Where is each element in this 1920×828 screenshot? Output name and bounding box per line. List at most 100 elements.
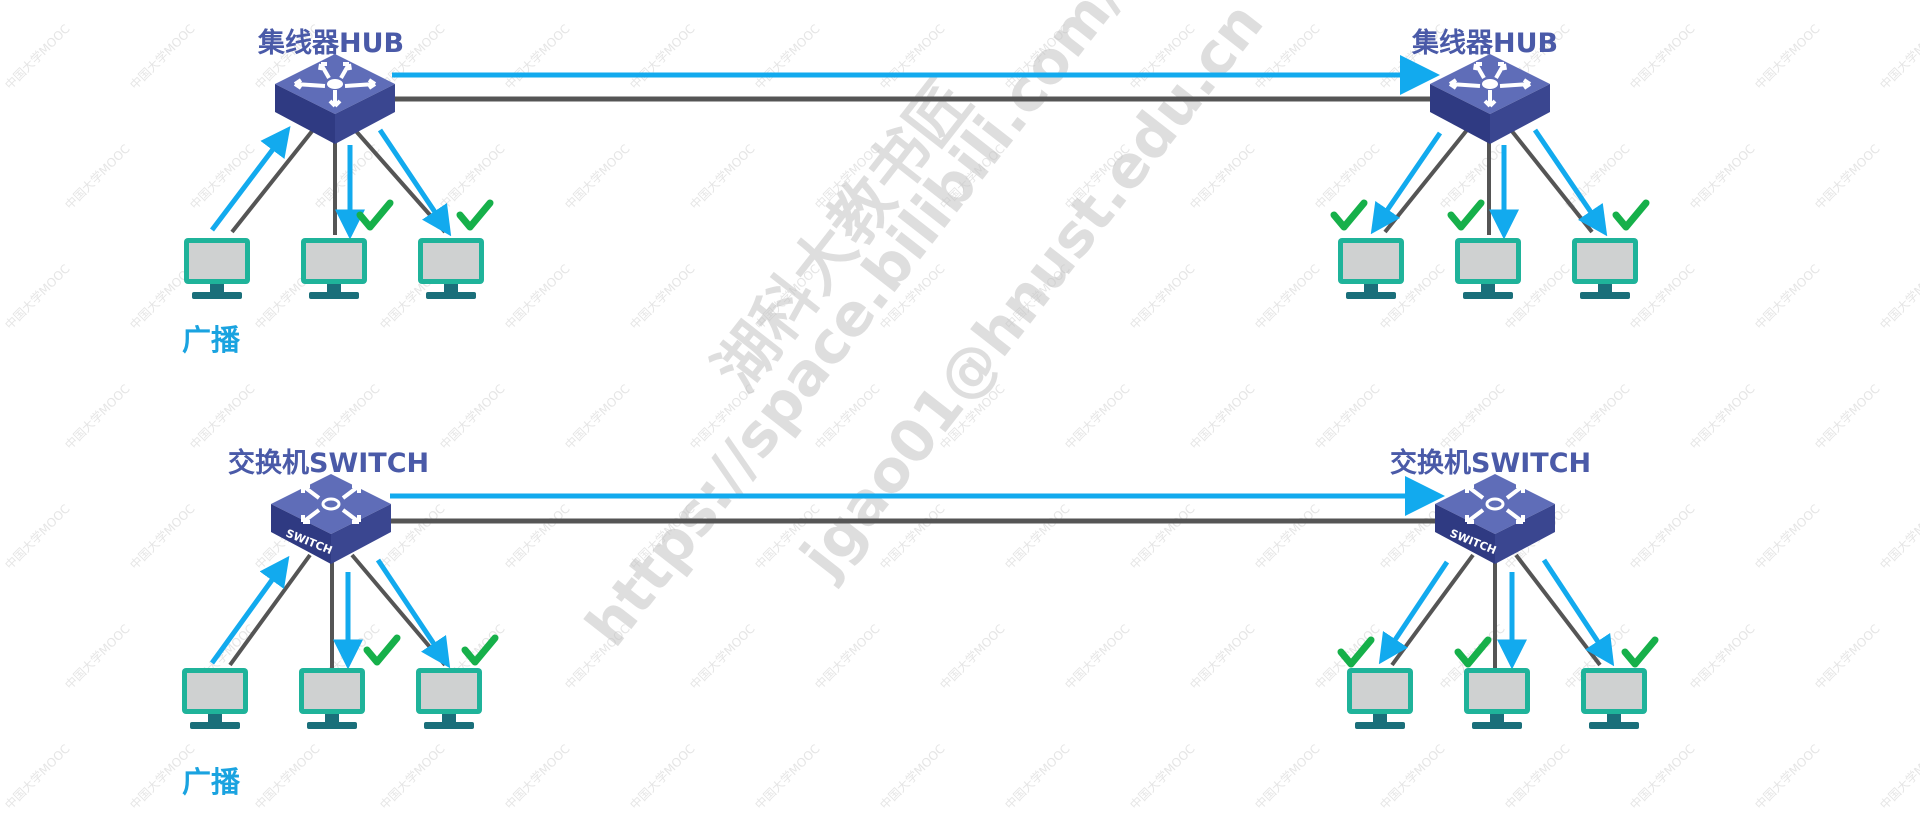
check-icon (1447, 199, 1485, 231)
watermark-tile-text: 中国大学MOOC (1752, 741, 1823, 812)
watermark-tile-text: 中国大学MOOC (437, 381, 508, 452)
flow-arrow (1541, 558, 1615, 667)
watermark-tile-text: 中国大学MOOC (62, 141, 133, 212)
pc (299, 668, 365, 729)
watermark-tile-text: 中国大学MOOC (502, 501, 573, 572)
check-icon (1337, 636, 1375, 668)
watermark-tile-text: 中国大学MOOC (1877, 501, 1920, 572)
watermark-tile-text: 中国大学MOOC (937, 621, 1008, 692)
watermark-tile-text: 中国大学MOOC (1437, 381, 1508, 452)
watermark-tile-text: 中国大学MOOC (1752, 21, 1823, 92)
watermark-tile-text: 中国大学MOOC (2, 261, 73, 332)
watermark-tile-text: 中国大学MOOC (687, 141, 758, 212)
watermark-tile-text: 中国大学MOOC (1627, 741, 1698, 812)
watermark-tile-text: 中国大学MOOC (1252, 501, 1323, 572)
watermark-tile-text: 中国大学MOOC (62, 381, 133, 452)
watermark-tile-text: 中国大学MOOC (1062, 381, 1133, 452)
watermark-tile-text: 中国大学MOOC (377, 741, 448, 812)
switch-right: 交换机SWITCH SWITCH (1378, 447, 1615, 670)
watermark-tile-text: 中国大学MOOC (1312, 141, 1383, 212)
hub-icon (273, 52, 397, 146)
watermark-tile-text: 中国大学MOOC (1812, 141, 1883, 212)
pc (1572, 238, 1638, 299)
watermark-tile-text: 中国大学MOOC (312, 381, 383, 452)
watermark-tile-text: 中国大学MOOC (877, 741, 948, 812)
watermark-tile-text: 中国大学MOOC (562, 141, 633, 212)
check-icon (456, 199, 494, 231)
watermark-tile-text: 中国大学MOOC (1312, 381, 1383, 452)
watermark-tile-text: 中国大学MOOC (1062, 621, 1133, 692)
pc (1581, 668, 1647, 729)
flow-arrow (209, 555, 290, 665)
switch-left: 交换机SWITCH SWITCH (209, 447, 451, 670)
watermark-tile-text: 中国大学MOOC (752, 741, 823, 812)
watermark-tile-text: 中国大学MOOC (1877, 261, 1920, 332)
flow-arrow (210, 126, 291, 232)
hub-right-label: 集线器HUB (1411, 27, 1558, 59)
pc (1347, 668, 1413, 729)
watermark-tile-text: 中国大学MOOC (187, 381, 258, 452)
switch-section: 交换机SWITCH SWITCH 广播 交换机SWITCH (182, 447, 1659, 799)
watermark-tile-text: 中国大学MOOC (1187, 621, 1258, 692)
check-icon (1330, 199, 1368, 231)
watermark-tile-text: 中国大学MOOC (1002, 741, 1073, 812)
watermark-tile-text: 中国大学MOOC (1187, 141, 1258, 212)
flow-arrow (375, 558, 451, 669)
watermark-tile-text: 中国大学MOOC (1877, 21, 1920, 92)
watermark-tile-text: 中国大学MOOC (1127, 741, 1198, 812)
broadcast-label: 广播 (182, 765, 241, 799)
check-icon (1454, 636, 1492, 668)
flow-arrow (1532, 128, 1608, 237)
watermark-tile-text: 中国大学MOOC (1252, 261, 1323, 332)
cable (230, 128, 315, 234)
watermark-tile-text: 中国大学MOOC (1687, 141, 1758, 212)
watermark-tile-text: 中国大学MOOC (627, 741, 698, 812)
watermark-tile-text: 中国大学MOOC (812, 621, 883, 692)
hub-section: 集线器HUB 广播 集线器HUB (182, 27, 1650, 357)
pc (182, 668, 248, 729)
watermark-tile-text: 中国大学MOOC (1002, 501, 1073, 572)
watermark-tile-text: 中国大学MOOC (1502, 741, 1573, 812)
pc (416, 668, 482, 729)
watermark-tile-text: 中国大学MOOC (752, 21, 823, 92)
pc (1464, 668, 1530, 729)
watermark-tile-text: 中国大学MOOC (1877, 741, 1920, 812)
watermark-tile-text: 中国大学MOOC (502, 21, 573, 92)
cable (353, 128, 447, 234)
watermark-tile-text: 中国大学MOOC (1252, 741, 1323, 812)
flow-arrow (377, 128, 452, 237)
switch-left-label: 交换机SWITCH (228, 447, 429, 479)
switch-icon: SWITCH (1433, 472, 1557, 566)
cable (1509, 128, 1594, 234)
watermark-tile-text: 中国大学MOOC (1812, 381, 1883, 452)
watermark-tile-text: 中国大学MOOC (562, 381, 633, 452)
watermark-tile-text: 中国大学MOOC (502, 261, 573, 332)
hub-right: 集线器HUB (1370, 27, 1608, 240)
watermark-tile-text: 中国大学MOOC (1127, 501, 1198, 572)
check-icon (1612, 199, 1650, 231)
watermark-tile-text: 中国大学MOOC (1127, 261, 1198, 332)
watermark-tile-text: 中国大学MOOC (1562, 141, 1633, 212)
flow-arrow (1378, 560, 1450, 665)
watermark-tile-text: 中国大学MOOC (1687, 381, 1758, 452)
watermark-tile-text: 中国大学MOOC (437, 141, 508, 212)
switch-icon: SWITCH (269, 472, 393, 566)
watermark-tile-text: 中国大学MOOC (1562, 381, 1633, 452)
pc (301, 238, 367, 299)
cable (1390, 553, 1475, 667)
watermark-tile-text: 中国大学MOOC (1752, 501, 1823, 572)
cable (1514, 553, 1602, 667)
cable (228, 553, 312, 667)
pc (1455, 238, 1521, 299)
watermark-tile-text: 中国大学MOOC (687, 621, 758, 692)
check-icon (1621, 636, 1659, 668)
watermark-tile-text: 中国大学MOOC (127, 501, 198, 572)
watermark-tile-text: 中国大学MOOC (1812, 621, 1883, 692)
pc (1338, 238, 1404, 299)
switch-right-label: 交换机SWITCH (1390, 447, 1591, 479)
watermark-tile-text: 中国大学MOOC (62, 621, 133, 692)
watermark-tile-text: 中国大学MOOC (1377, 741, 1448, 812)
watermark-tile-text: 中国大学MOOC (1687, 621, 1758, 692)
watermark-tile-text: 中国大学MOOC (252, 741, 323, 812)
